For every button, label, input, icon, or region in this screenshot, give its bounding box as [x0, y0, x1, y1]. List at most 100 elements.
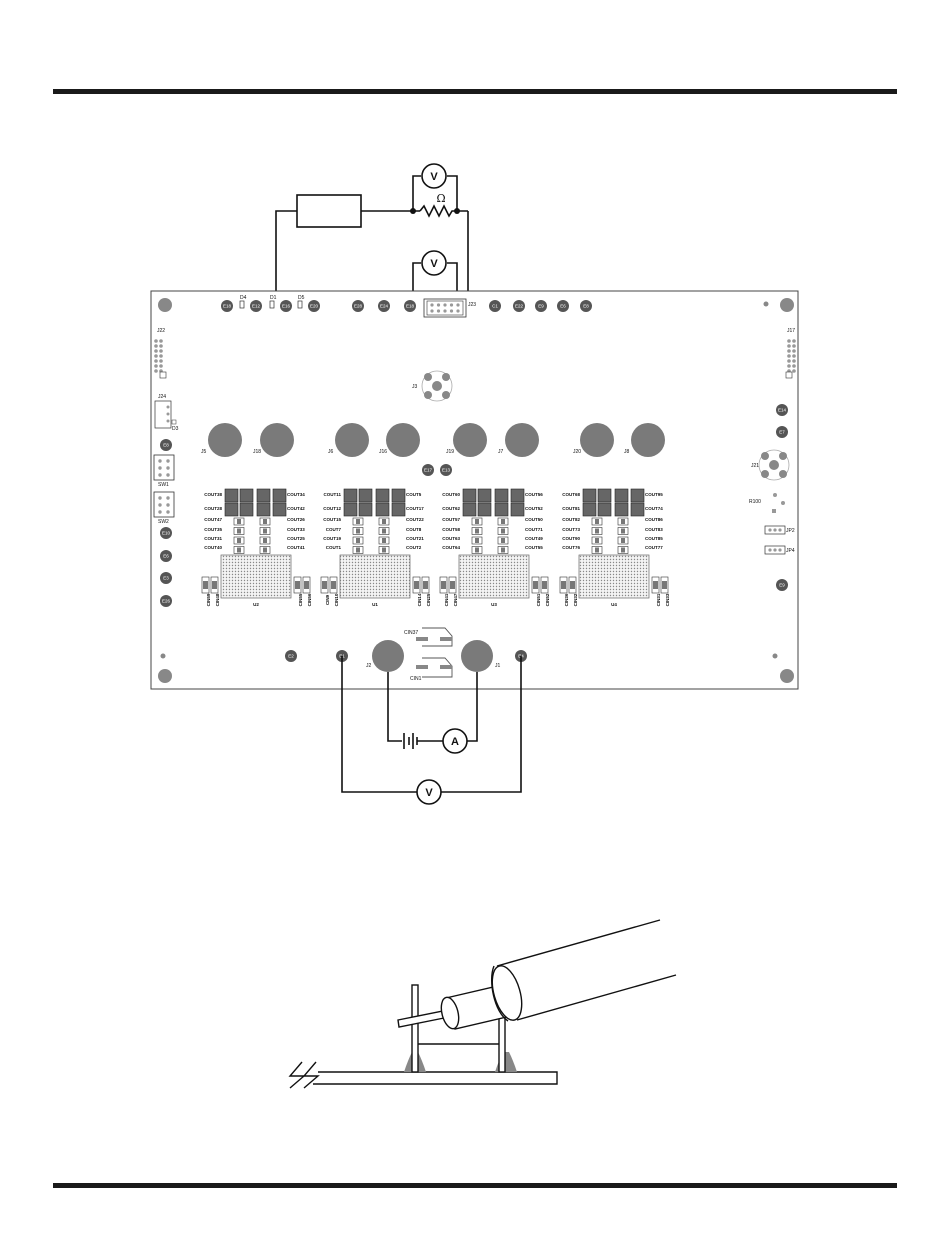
- component-label: COUT34: [287, 492, 305, 497]
- vout-voltmeter: V: [421, 250, 447, 276]
- electronic-load-box: [296, 194, 362, 228]
- component-label: COUT11: [323, 492, 341, 497]
- output-connector: J7: [498, 423, 539, 457]
- component-label: COUT41: [287, 545, 305, 550]
- svg-text:E26: E26: [162, 598, 171, 603]
- top-testpoint: E9: [535, 300, 547, 312]
- svg-text:CIN33: CIN33: [665, 593, 670, 606]
- top-testpoint: E20: [308, 300, 320, 312]
- resistor-voltmeter-left-lead: [412, 175, 421, 211]
- component-label: COUT82: [562, 517, 580, 522]
- component-label: COUT42: [287, 506, 305, 511]
- svg-text:E9: E9: [538, 303, 544, 308]
- jumper-jp4: JP4: [764, 545, 795, 555]
- svg-text:E2: E2: [288, 653, 294, 658]
- component-label: COUT7: [326, 527, 342, 532]
- r100-area: R100: [749, 493, 785, 513]
- output-connector: J8: [624, 423, 665, 457]
- right-testpoint: E7: [776, 426, 788, 438]
- output-connector: J16: [379, 423, 420, 457]
- svg-text:J22: J22: [157, 328, 165, 334]
- svg-text:U2: U2: [253, 602, 259, 607]
- svg-text:J17: J17: [787, 328, 795, 334]
- component-label: COUT95: [645, 492, 663, 497]
- svg-text:JP2: JP2: [786, 528, 795, 534]
- component-label: COUT19: [323, 536, 341, 541]
- right-testpoint: E9: [776, 579, 788, 591]
- cap-cin1: CIN1: [410, 657, 453, 682]
- left-testpoint: E8: [160, 439, 172, 451]
- component-label: COUT86: [645, 517, 663, 522]
- component-label: COUT28: [204, 506, 222, 511]
- power-module: COUT11COUT12COUT15COUT7COUT19COUT1COUT5C…: [320, 488, 431, 607]
- header-j24: J24 D3: [154, 394, 179, 432]
- component-label: COUT49: [525, 536, 543, 541]
- svg-text:J8: J8: [624, 449, 630, 455]
- top-testpoint: E12: [250, 300, 262, 312]
- svg-text:E14: E14: [778, 407, 787, 412]
- svg-text:J7: J7: [498, 449, 504, 455]
- svg-text:V: V: [430, 258, 438, 270]
- svg-text:A: A: [451, 736, 459, 748]
- svg-text:SW2: SW2: [158, 519, 169, 525]
- component-label: COUT5: [406, 492, 422, 497]
- svg-text:CIN52: CIN52: [545, 593, 550, 606]
- header-j17: J17: [785, 328, 796, 379]
- svg-text:E12: E12: [252, 303, 261, 308]
- output-connector: J19: [446, 423, 487, 457]
- svg-text:CIN32: CIN32: [573, 593, 578, 606]
- svg-text:E6: E6: [163, 553, 169, 558]
- svg-text:CIN31: CIN31: [656, 593, 661, 606]
- svg-text:V: V: [425, 787, 433, 799]
- output-connector: J5: [201, 423, 242, 457]
- component-label: COUT57: [442, 517, 460, 522]
- sense-resistor: [419, 204, 468, 218]
- component-label: COUT25: [287, 536, 305, 541]
- svg-text:J2: J2: [366, 663, 372, 669]
- top-testpoint: E8: [580, 300, 592, 312]
- svg-text:J21: J21: [751, 463, 759, 469]
- svg-text:E10: E10: [162, 530, 171, 535]
- right-testpoint: E14: [776, 404, 788, 416]
- svg-text:J18: J18: [253, 449, 261, 455]
- svg-text:E24: E24: [380, 303, 389, 308]
- component-label: COUT12: [323, 506, 341, 511]
- header-j22: J22: [154, 328, 167, 379]
- svg-text:E22: E22: [515, 303, 524, 308]
- component-label: COUT71: [525, 527, 543, 532]
- component-label: COUT40: [204, 545, 222, 550]
- svg-text:E28: E28: [354, 303, 363, 308]
- svg-text:C1: C1: [492, 303, 498, 308]
- svg-text:E9: E9: [779, 582, 785, 587]
- component-label: COUT47: [204, 517, 222, 522]
- component-label: COUT81: [562, 506, 580, 511]
- bottom-rule: [53, 1183, 897, 1188]
- power-module: COUT38COUT28COUT47COUT35COUT31COUT40COUT…: [201, 488, 312, 607]
- svg-text:R100: R100: [749, 499, 761, 505]
- svg-text:CIN9: CIN9: [325, 594, 330, 605]
- svg-text:J20: J20: [573, 449, 581, 455]
- component-label: COUT83: [645, 527, 663, 532]
- switch-sw1: SW1: [153, 454, 175, 488]
- svg-text:JP4: JP4: [786, 548, 795, 554]
- component-label: COUT17: [406, 506, 424, 511]
- svg-text:J24: J24: [158, 394, 166, 400]
- svg-text:E16: E16: [282, 303, 291, 308]
- svg-text:CIN41: CIN41: [444, 593, 449, 606]
- svg-text:D5: D5: [298, 295, 305, 301]
- svg-text:CIN59: CIN59: [206, 593, 211, 606]
- top-testpoint: E22: [513, 300, 525, 312]
- scope-probe-illustration: [288, 919, 677, 1089]
- component-label: COUT73: [562, 527, 580, 532]
- left-testpoint: E3: [160, 572, 172, 584]
- component-label: COUT55: [525, 545, 543, 550]
- ammeter: A: [442, 728, 468, 754]
- svg-text:CIN36: CIN36: [564, 593, 569, 606]
- vin-voltmeter: V: [416, 779, 442, 805]
- component-label: COUT31: [204, 536, 222, 541]
- ohm-label: Ω: [436, 192, 445, 205]
- component-label: COUT90: [562, 536, 580, 541]
- svg-text:CIN51: CIN51: [536, 593, 541, 606]
- output-connector: J18: [253, 423, 294, 457]
